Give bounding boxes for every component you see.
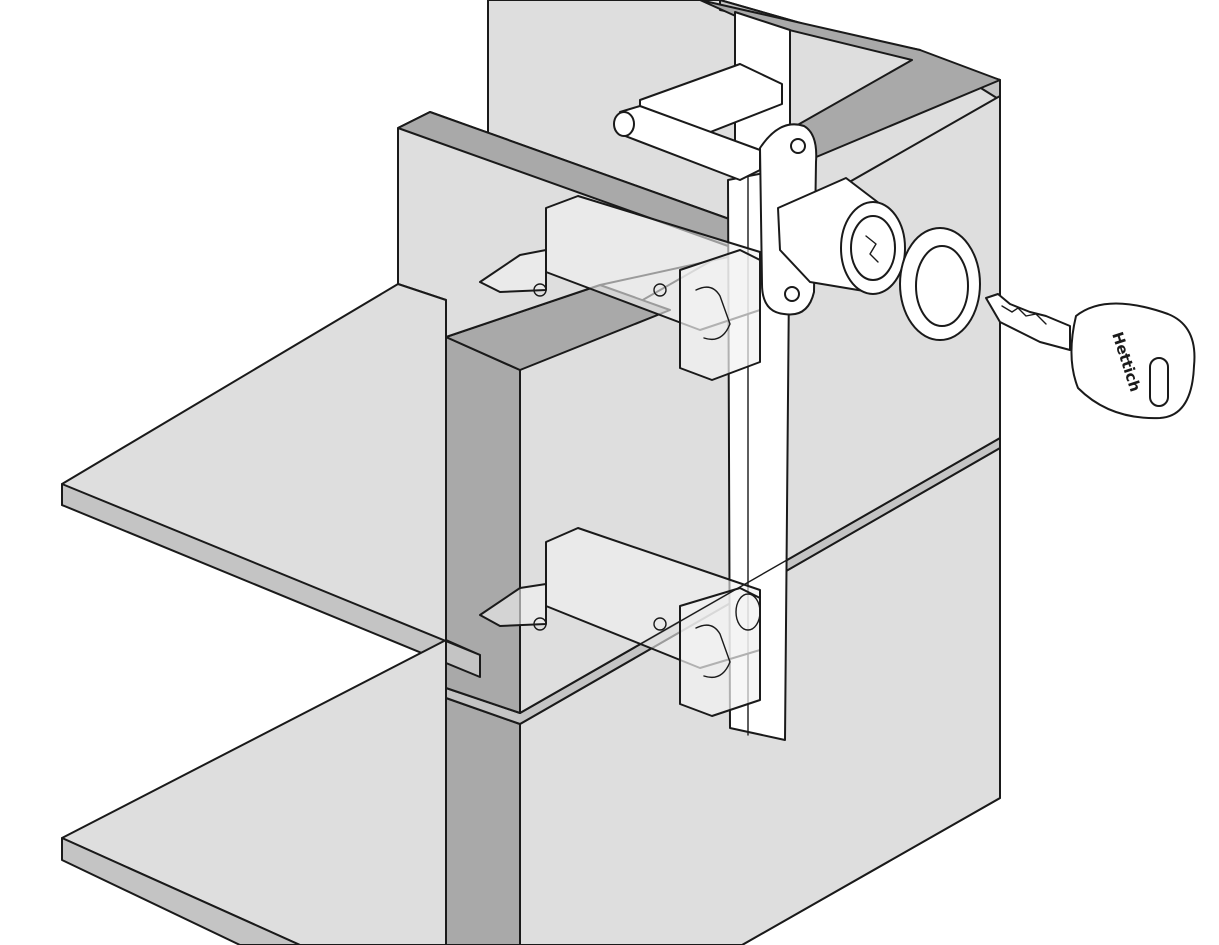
escutcheon-ring (899, 227, 981, 341)
upper-shelf (61, 283, 481, 678)
key: Hettich (985, 293, 1196, 420)
upper-latch-bracket (479, 195, 761, 381)
lower-shelf (61, 639, 447, 945)
lock-cylinder (759, 123, 906, 316)
lower-latch-bracket (479, 527, 761, 717)
panel-seam (519, 437, 1001, 714)
